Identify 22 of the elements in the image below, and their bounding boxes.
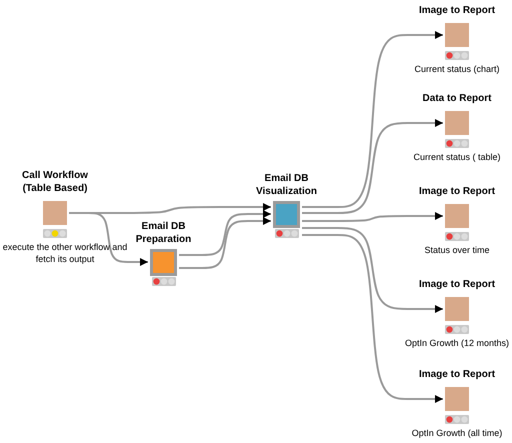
connector <box>302 234 443 403</box>
node-title: Call Workflow (Table Based) <box>21 169 89 195</box>
connector <box>302 227 443 313</box>
node-title: Image to Report <box>418 278 496 291</box>
node-title: Image to Report <box>418 4 496 17</box>
node-title: Image to Report <box>418 368 496 381</box>
connector <box>69 212 148 266</box>
connector <box>179 217 271 269</box>
node-note: Current status (chart) <box>413 63 501 75</box>
node-title: Image to Report <box>418 185 496 198</box>
node-note: OptIn Growth (12 months) <box>404 337 510 349</box>
node-note: execute the other workflow and fetch its output <box>2 241 128 265</box>
node-note: OptIn Growth (all time) <box>410 427 504 439</box>
node-note: Status over time <box>423 244 491 256</box>
node-title: Email DB Visualization <box>255 172 318 198</box>
connector <box>302 119 443 214</box>
node-title: Email DB Preparation <box>134 220 192 246</box>
node-note: Current status ( table) <box>412 151 502 163</box>
connector <box>179 210 271 256</box>
connector <box>302 212 443 222</box>
node-title: Data to Report <box>422 92 492 105</box>
connector <box>302 31 443 208</box>
